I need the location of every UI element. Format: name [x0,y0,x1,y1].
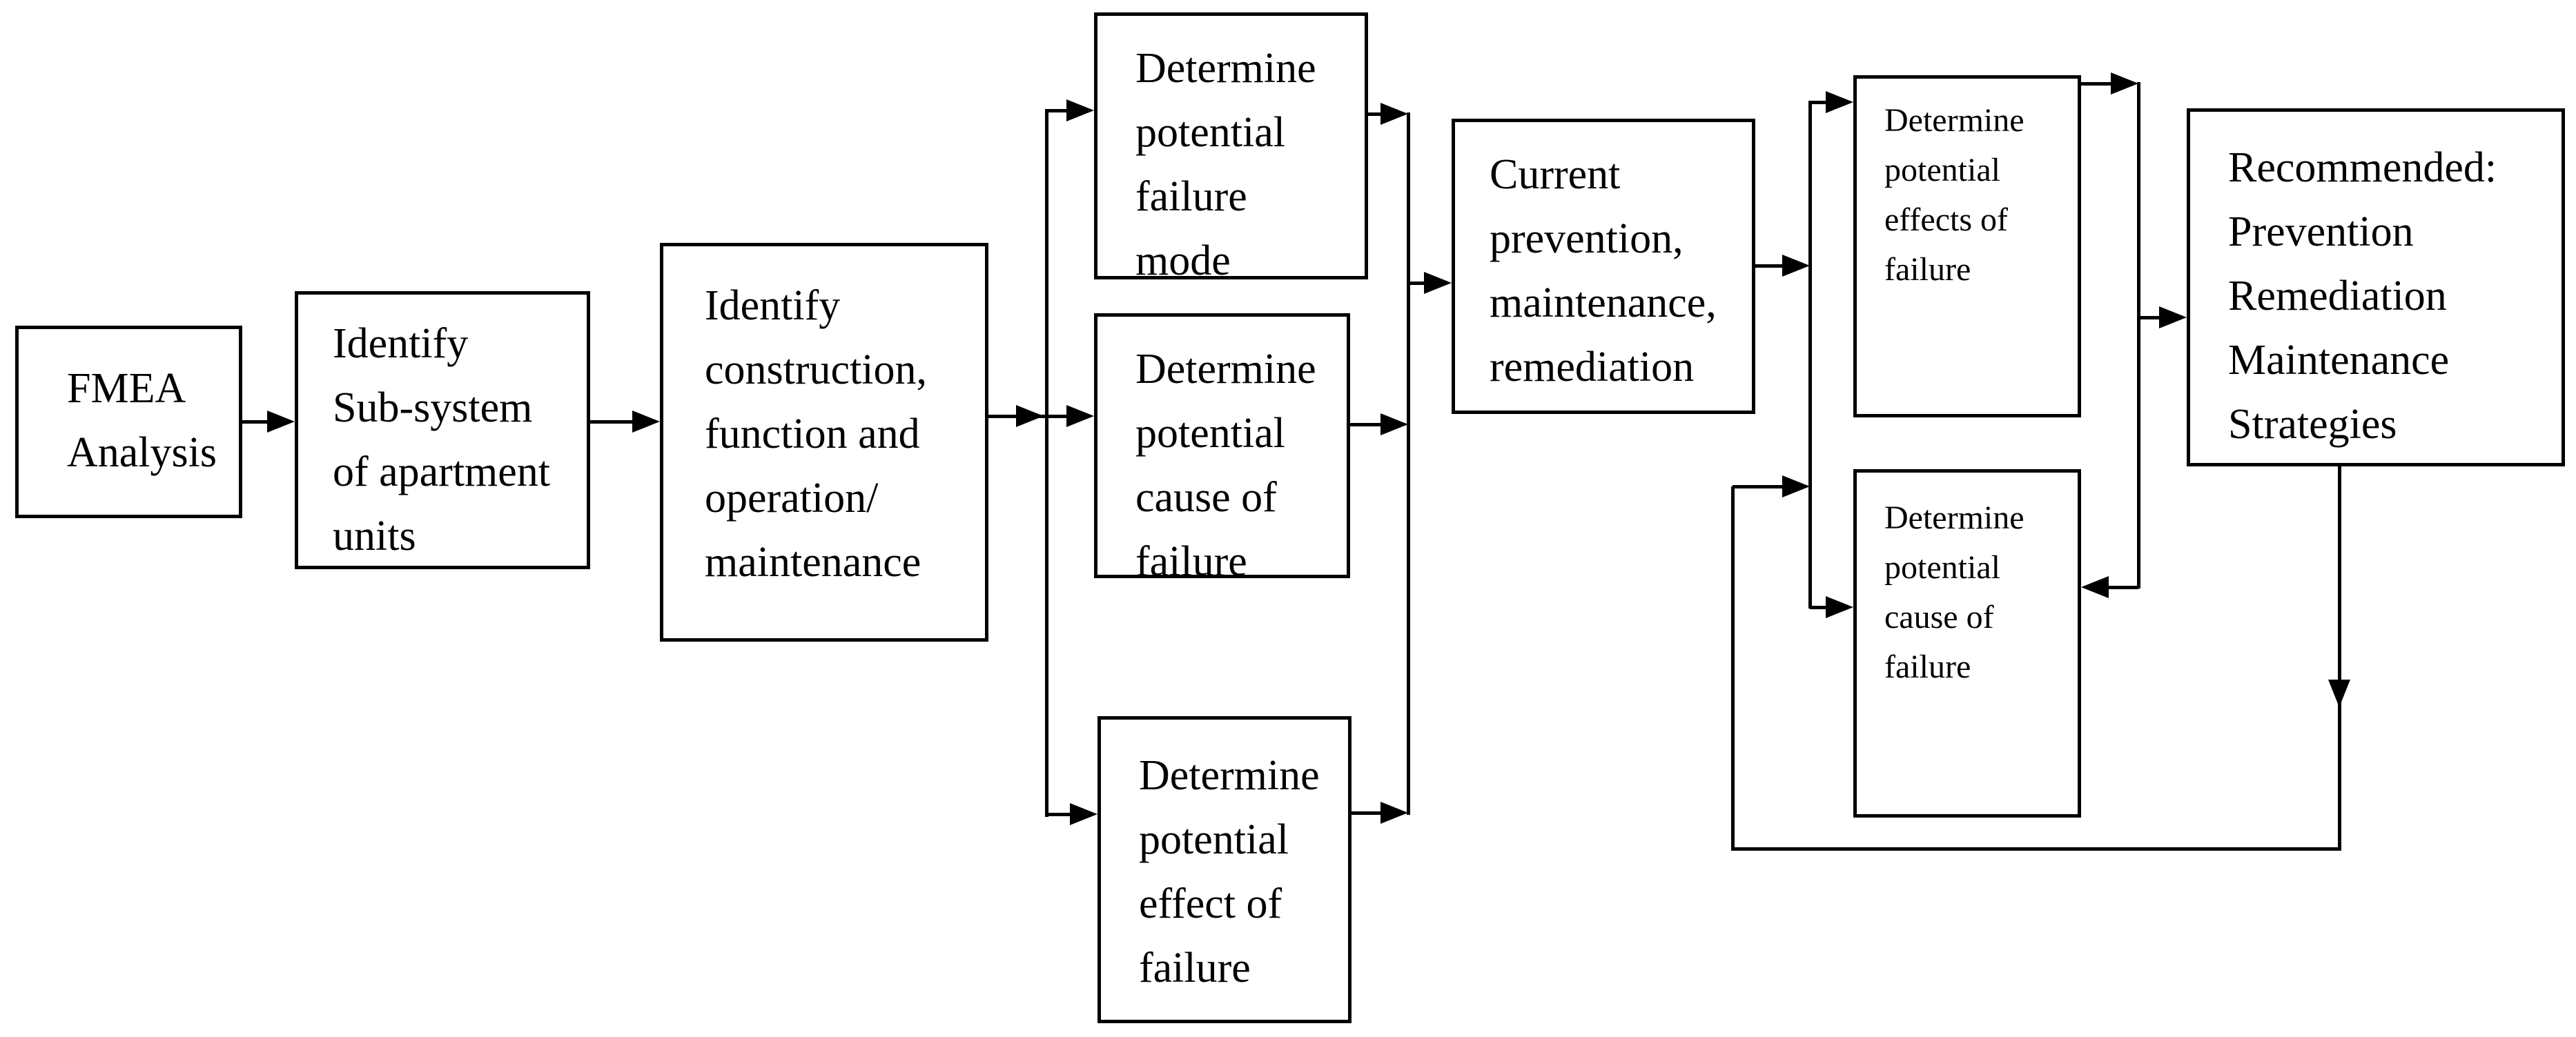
edge-loop-lineA-line [1733,485,1784,488]
edge-effects2-lineB-line [2081,82,2112,86]
edge-recommended-down-line [2338,466,2341,850]
edge-effects2-lineB-arrow-icon [2111,72,2138,95]
edge-split-effect1-line [1046,813,1071,816]
edge-subsystem-construction-arrow-icon [632,411,660,433]
edge-construction-split-arrow-icon [1016,405,1044,427]
edge-fmea-subsystem-arrow-icon [267,411,295,433]
node-identify-subsystem: Identify Sub-system of apartment units [295,291,590,569]
lineB [2137,82,2140,589]
edge-recommended-down-arrow-icon [2328,680,2350,707]
edge-failuremode-collector-arrow-icon [1380,103,1408,125]
node-potential-effects-2: Determine potential effects of failure [1853,75,2081,417]
edge-split-cause1-arrow-icon [1066,405,1094,427]
edge-lineA-effects2-arrow-icon [1826,91,1853,113]
edge-lineA-effects2-line [1810,101,1827,104]
split-branch-line [1045,109,1048,817]
edge-lineB-cause2-arrow-icon [2081,576,2109,598]
edge-lineB-recommended-line [2138,316,2160,319]
node-potential-effect-1: Determine potential effect of failure [1097,716,1352,1023]
edge-split-failuremode-arrow-icon [1066,99,1094,121]
edge-loop-lineA-arrow-icon [1782,475,1810,497]
node-current-prevention: Current prevention, maintenance, remedia… [1452,119,1755,414]
loop-bottom-line [1731,847,2341,851]
edge-collector-current-line [1408,282,1425,285]
edge-failuremode-collector-line [1368,112,1383,116]
node-potential-failure-mode: Determine potential failure mode [1094,12,1368,284]
edge-cause1-collector-line [1350,423,1383,426]
edge-fmea-subsystem-line [242,420,270,424]
edge-current-lineA-line [1755,264,1784,268]
loop-left-line [1731,486,1735,851]
collector-line [1407,112,1410,815]
edge-lineB-cause2-line [2107,586,2138,589]
node-potential-cause-2: Determine potential cause of failure [1853,469,2081,818]
node-potential-cause-1: Determine potential cause of failure [1094,313,1350,585]
node-fmea-analysis: FMEA Analysis [15,326,242,518]
edge-cause1-collector-arrow-icon [1380,413,1408,435]
edge-subsystem-construction-line [590,420,635,424]
edge-collector-current-arrow-icon [1424,272,1452,294]
edge-effect1-collector-arrow-icon [1380,802,1408,824]
edge-lineA-cause2-line [1810,606,1827,609]
node-identify-construction: Identify construction, function and oper… [660,243,988,642]
edge-current-lineA-arrow-icon [1782,255,1810,277]
edge-split-failuremode-line [1046,109,1068,112]
node-recommended-strategies: Recommended: Prevention Remediation Main… [2187,108,2565,466]
edge-lineA-cause2-arrow-icon [1826,596,1853,618]
edge-effect1-collector-line [1352,811,1383,815]
lineA [1808,101,1812,609]
edge-lineB-recommended-arrow-icon [2159,306,2187,328]
edge-split-effect1-arrow-icon [1070,803,1097,825]
